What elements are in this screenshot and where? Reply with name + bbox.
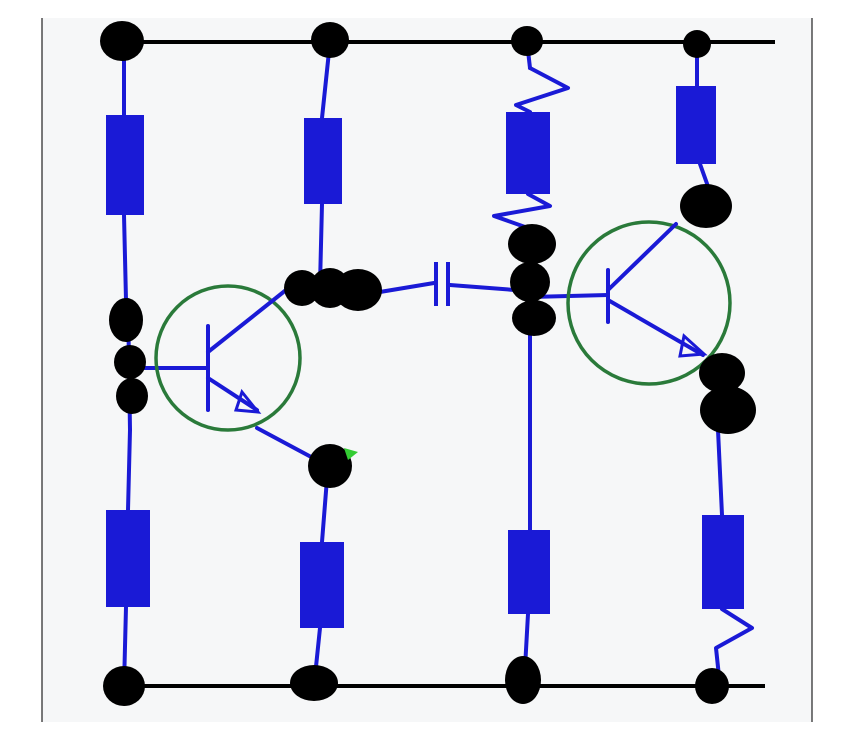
node-q1-collector-c: [334, 269, 382, 311]
node-q2-base-b: [510, 262, 550, 302]
node-q2-emitter-a: [699, 353, 745, 393]
column-3-q2-bias: [492, 40, 570, 688]
q2-emitter-arrow-icon: [678, 333, 708, 358]
zigzag-resistor-bottom: [714, 607, 754, 688]
resistor-r7: [676, 86, 716, 164]
green-mark: [344, 448, 358, 460]
node-q1-base-b: [114, 345, 146, 379]
resistor-r6: [508, 530, 550, 614]
q1-emitter-lead: [206, 376, 259, 412]
node-top-3: [511, 26, 543, 56]
q1-emitter-arrow-icon: [233, 388, 262, 414]
zigzag-resistor-top: [514, 66, 570, 114]
resistor-r2: [106, 510, 150, 607]
node-q1-emitter: [308, 444, 352, 488]
column-4-q2-stage: [676, 40, 754, 688]
q2-collector-lead: [606, 222, 678, 292]
resistor-r5: [506, 112, 550, 194]
node-q1-collector-a: [284, 270, 320, 306]
node-q2-base-a: [508, 224, 556, 264]
node-bottom-2: [290, 665, 338, 701]
q1-collector-lead: [206, 288, 288, 354]
node-bottom-3: [505, 656, 541, 704]
q1-envelope-circle: [154, 284, 302, 432]
coupling-capacitor-c1: [378, 262, 517, 306]
node-bottom-4: [695, 668, 729, 704]
node-q1-base-c: [116, 378, 148, 414]
resistor-r4: [300, 542, 344, 628]
node-top-2: [311, 22, 349, 58]
node-top-1: [100, 21, 144, 61]
column-2-q1-stage: [255, 40, 344, 688]
node-q2-emitter-b: [700, 386, 756, 434]
zigzag-resistor-mid: [492, 192, 552, 230]
transistor-q1: [154, 284, 302, 432]
resistor-r1: [106, 115, 144, 215]
transistor-q2: [566, 220, 732, 386]
node-q2-collector: [680, 184, 732, 228]
q2-envelope-circle: [566, 220, 732, 386]
node-bottom-1: [103, 666, 145, 706]
resistor-r8: [702, 515, 744, 609]
q2-emitter-lead: [606, 298, 705, 357]
node-top-4: [683, 30, 711, 58]
node-q2-base-c: [512, 300, 556, 336]
node-q1-base-a: [109, 298, 143, 342]
resistor-r3: [304, 118, 342, 204]
junction-nodes: [100, 21, 756, 706]
